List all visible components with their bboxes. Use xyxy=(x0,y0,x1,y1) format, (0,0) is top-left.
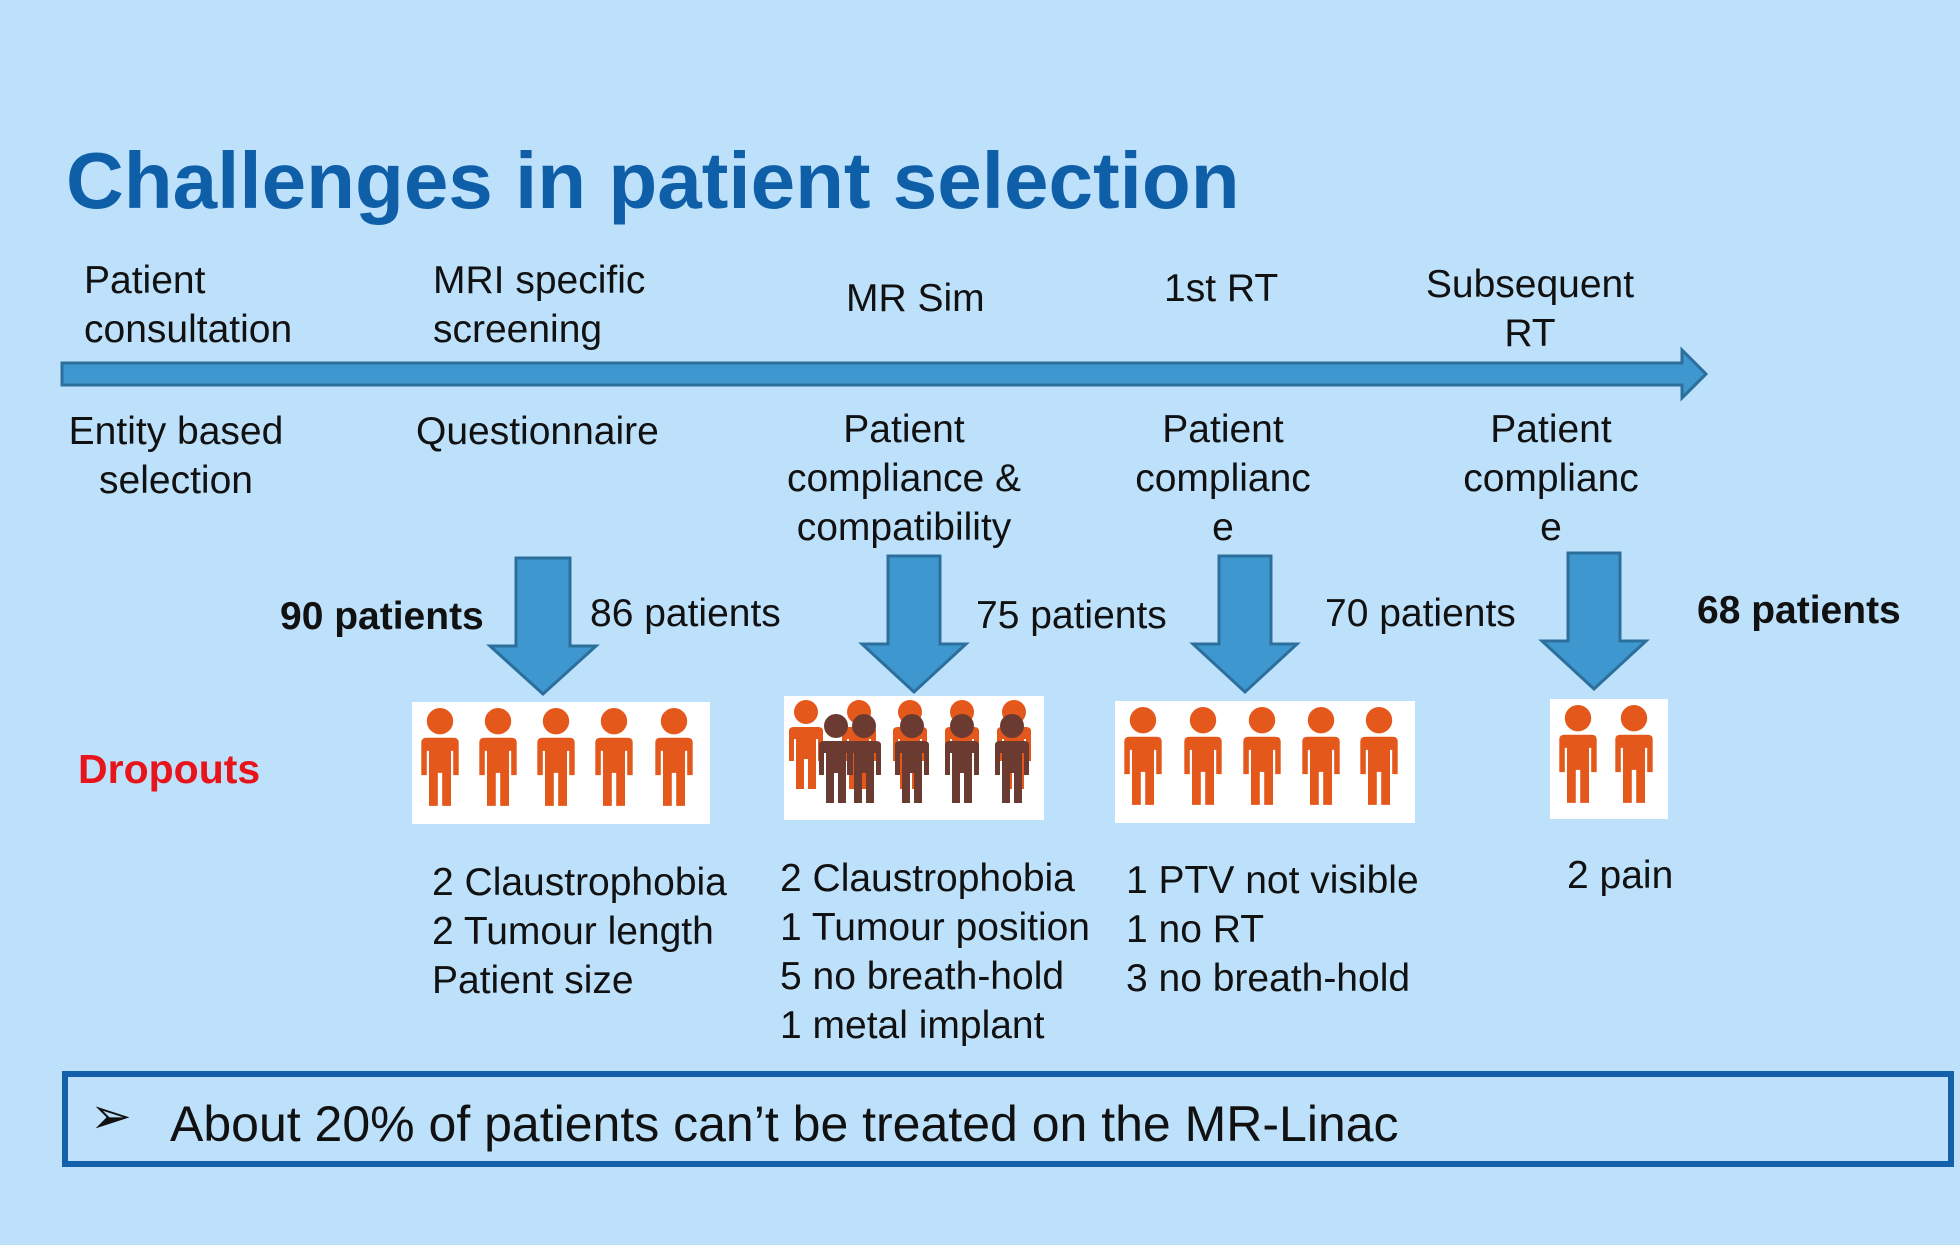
person-icon xyxy=(1184,707,1222,805)
person-icon xyxy=(847,714,881,803)
down-arrow-2 xyxy=(858,554,970,695)
dropout-reasons-1: 2 Claustrophobia 2 Tumour length Patient… xyxy=(432,858,727,1005)
criteria-label-line: selection xyxy=(99,459,253,502)
count-90-patients: 90 patients xyxy=(280,595,484,638)
person-icon xyxy=(595,708,633,806)
person-icon xyxy=(789,700,823,789)
reason-item: 2 Claustrophobia xyxy=(780,857,1075,900)
criteria-label-line: compatibility xyxy=(796,506,1012,549)
stage-label-line: screening xyxy=(433,308,603,351)
stage-subsequent-rt: Subsequent RT xyxy=(1410,260,1650,358)
people-icons xyxy=(789,700,1031,803)
dropout-reasons-4: 2 pain xyxy=(1567,851,1673,900)
stage-label-line: RT xyxy=(1504,312,1556,355)
criteria-label-line: Questionnaire xyxy=(416,410,659,453)
criteria-label-line: compliance & xyxy=(786,457,1022,500)
reason-item: 5 no breath-hold xyxy=(780,955,1065,998)
criteria-entity-selection: Entity based selection xyxy=(46,407,306,505)
stage-mr-sim: MR Sim xyxy=(846,274,985,323)
criteria-label-line: complianc xyxy=(1463,457,1639,500)
criteria-label-line: Patient xyxy=(1162,408,1284,451)
criteria-compliance-subsequent-rt: Patient complianc e xyxy=(1440,405,1662,552)
reason-item: 2 Claustrophobia xyxy=(432,861,727,904)
page-title: Challenges in patient selection xyxy=(66,136,1240,225)
person-icon xyxy=(1124,707,1162,805)
stage-mri-screening: MRI specific screening xyxy=(433,256,645,354)
timeline-arrow-shape xyxy=(60,346,1709,402)
dropout-reasons-2: 2 Claustrophobia 1 Tumour position 5 no … xyxy=(780,854,1090,1050)
person-icon xyxy=(537,708,575,806)
arrow-bullet-icon: ➢ xyxy=(90,1088,132,1144)
count-70-patients: 70 patients xyxy=(1325,592,1516,635)
dropout-people-group-1 xyxy=(412,702,710,824)
criteria-label-line: Patient xyxy=(1490,408,1612,451)
down-arrow-3 xyxy=(1189,554,1301,695)
criteria-label-line: e xyxy=(1540,506,1562,549)
people-icons xyxy=(421,708,693,806)
reason-item: 1 PTV not visible xyxy=(1126,859,1419,902)
down-arrow-1 xyxy=(486,556,600,697)
stage-patient-consultation: Patient consultation xyxy=(84,256,292,354)
dropout-reasons-3: 1 PTV not visible 1 no RT 3 no breath-ho… xyxy=(1126,856,1419,1003)
criteria-questionnaire: Questionnaire xyxy=(416,407,659,456)
people-icons xyxy=(1559,705,1653,803)
stage-label-line: Subsequent xyxy=(1425,263,1635,306)
stage-label-line: consultation xyxy=(84,308,293,351)
reason-item: 2 pain xyxy=(1567,854,1674,897)
person-icon xyxy=(479,708,517,806)
reason-item: 1 no RT xyxy=(1126,908,1265,951)
summary-text: About 20% of patients can’t be treated o… xyxy=(170,1096,1399,1152)
dropout-people-group-4 xyxy=(1550,699,1668,819)
stage-label-line: 1st RT xyxy=(1164,267,1279,310)
criteria-label-line: Entity based xyxy=(68,410,284,453)
count-75-patients: 75 patients xyxy=(976,594,1167,637)
stage-first-rt: 1st RT xyxy=(1164,264,1278,313)
reason-item: 3 no breath-hold xyxy=(1126,957,1411,1000)
person-icon xyxy=(895,714,929,803)
reason-item: Patient size xyxy=(432,959,634,1002)
person-icon xyxy=(1302,707,1340,805)
reason-item: 2 Tumour length xyxy=(432,910,714,953)
criteria-label-line: e xyxy=(1212,506,1234,549)
person-icon xyxy=(1559,705,1597,803)
person-icon xyxy=(1615,705,1653,803)
reason-item: 1 metal implant xyxy=(780,1004,1045,1047)
dropouts-label: Dropouts xyxy=(78,746,261,792)
criteria-compliance-1st-rt: Patient complianc e xyxy=(1112,405,1334,552)
person-icon xyxy=(945,714,979,803)
person-icon xyxy=(1243,707,1281,805)
person-icon xyxy=(421,708,459,806)
criteria-label-line: complianc xyxy=(1135,457,1311,500)
count-68-patients: 68 patients xyxy=(1697,589,1901,632)
person-icon xyxy=(819,714,853,803)
criteria-compliance-compatibility: Patient compliance & compatibility xyxy=(764,405,1044,552)
dropout-people-group-2 xyxy=(784,696,1044,820)
people-icons xyxy=(1124,707,1398,805)
criteria-label-line: Patient xyxy=(843,408,965,451)
stage-label-line: MR Sim xyxy=(846,277,985,320)
down-arrow-4 xyxy=(1538,551,1650,692)
person-icon xyxy=(1360,707,1398,805)
dropout-people-group-3 xyxy=(1115,701,1415,823)
summary-box: ➢ About 20% of patients can’t be treated… xyxy=(62,1071,1954,1167)
person-icon xyxy=(655,708,693,806)
person-icon xyxy=(995,714,1029,803)
stage-label-line: MRI specific xyxy=(433,259,646,302)
reason-item: 1 Tumour position xyxy=(780,906,1091,949)
stage-label-line: Patient xyxy=(84,259,206,302)
count-86-patients: 86 patients xyxy=(590,592,781,635)
